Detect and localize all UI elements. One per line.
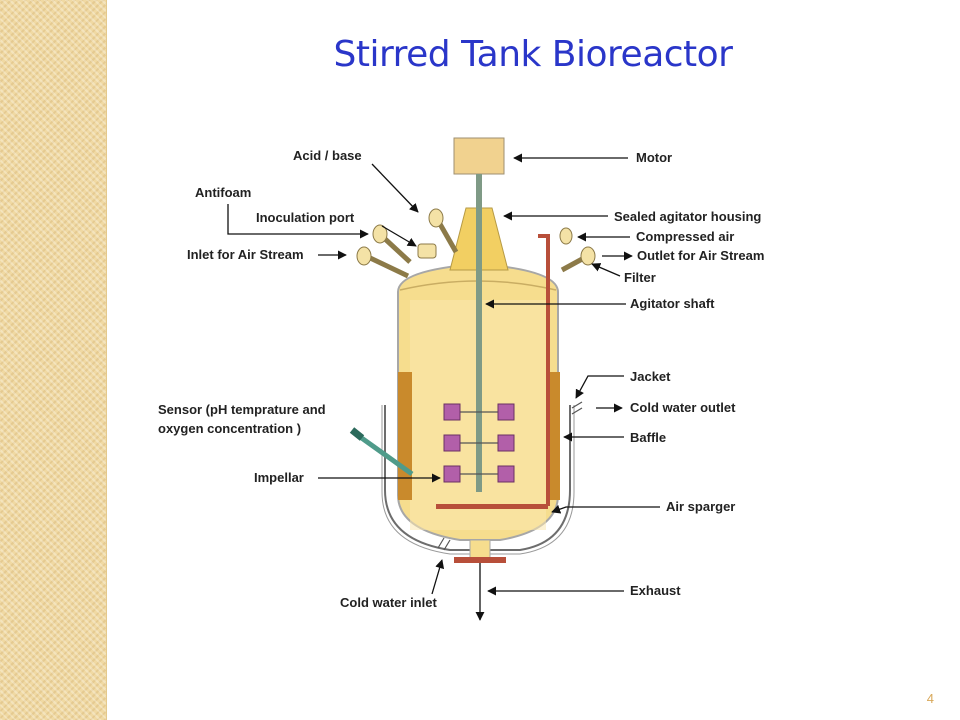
label-filter: Filter [624,270,656,285]
label-jacket: Jacket [630,369,671,384]
label-sensor-line1: Sensor (pH temprature and [158,402,326,417]
baffle-left [398,372,412,500]
agitator-shaft [476,174,482,492]
label-inoculation-port: Inoculation port [256,210,355,225]
top-ports [356,208,596,279]
decorative-side-band [0,0,107,720]
label-cold-water-inlet: Cold water inlet [340,595,437,610]
label-exhaust: Exhaust [630,583,681,598]
label-impellar: Impellar [254,470,304,485]
impeller-assembly [443,403,515,483]
label-acid-base: Acid / base [293,148,362,163]
label-air-sparger: Air sparger [666,499,735,514]
cold-water-outlet-mark [571,401,583,409]
slide-title: Stirred Tank Bioreactor [333,34,733,75]
sensor-probe-cap [349,427,365,441]
label-compressed-air: Compressed air [636,229,734,244]
page-number: 4 [926,691,934,706]
label-outlet-air-stream: Outlet for Air Stream [637,248,764,263]
jacket-wall [384,405,571,551]
label-inlet-air-stream: Inlet for Air Stream [187,247,304,262]
label-cold-water-outlet: Cold water outlet [630,400,736,415]
label-antifoam: Antifoam [195,185,251,200]
air-sparger-bar [436,504,548,509]
exhaust-neck [469,539,491,559]
cold-water-outlet-mark [571,407,583,415]
exhaust-flange [454,557,506,563]
label-sealed-agitator-housing: Sealed agitator housing [614,209,761,224]
cold-water-inlet-mark [437,537,445,549]
label-sensor-line2: oxygen concentration ) [158,421,301,436]
leader-arrows [227,153,660,596]
cold-water-inlet-mark [443,539,451,551]
label-motor: Motor [636,150,672,165]
compressed-air-pipe [538,234,550,506]
label-baffle: Baffle [630,430,666,445]
jacket-wall-inner [381,405,575,555]
sensor-probe [354,431,414,477]
motor-block [453,137,505,175]
label-agitator-shaft: Agitator shaft [630,296,715,311]
